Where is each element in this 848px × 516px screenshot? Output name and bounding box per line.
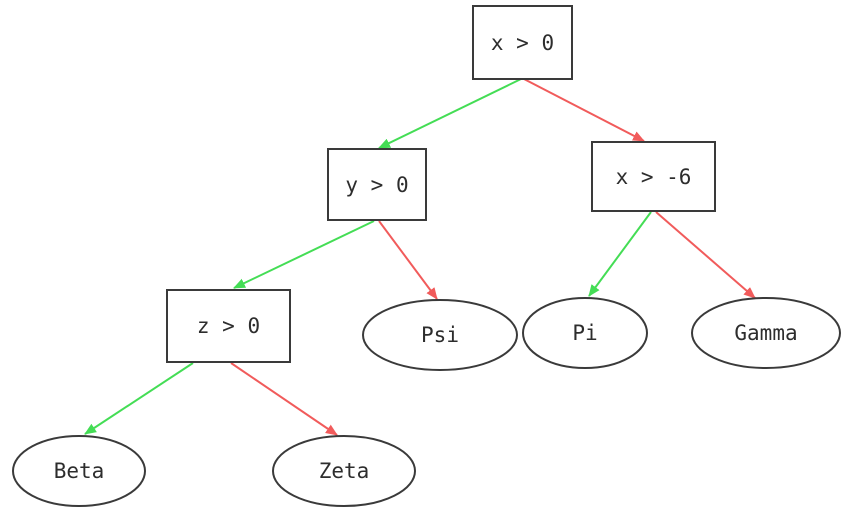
node-pi-ellipse <box>522 297 648 369</box>
node-x-gt-neg6-label: x > -6 <box>616 165 692 189</box>
node-zeta-ellipse <box>272 435 416 507</box>
node-root-label: x > 0 <box>491 31 554 55</box>
node-gamma-ellipse <box>691 297 841 369</box>
edge-x-gt-neg6-to-gamma-no <box>655 211 756 299</box>
node-root: x > 0 <box>472 5 573 80</box>
node-z-gt-0-box <box>166 289 291 363</box>
node-y-gt-0: y > 0 <box>327 148 427 221</box>
node-gamma: Gamma <box>691 297 841 369</box>
node-pi: Pi <box>522 297 648 369</box>
node-zeta-label: Zeta <box>319 459 370 483</box>
node-x-gt-neg6-box <box>591 141 716 212</box>
node-y-gt-0-box <box>327 148 427 221</box>
node-beta: Beta <box>12 435 146 507</box>
edge-root-to-y-gt-0-yes <box>378 78 522 149</box>
node-beta-label: Beta <box>54 459 105 483</box>
edge-z-gt-0-to-zeta-no <box>230 362 338 436</box>
edge-root-to-x-gt-neg6-no <box>523 78 645 142</box>
edge-y-gt-0-to-psi-no <box>378 220 438 300</box>
node-z-gt-0-label: z > 0 <box>197 314 260 338</box>
node-x-gt-neg6: x > -6 <box>591 141 716 212</box>
node-pi-label: Pi <box>572 321 597 345</box>
node-psi-ellipse <box>362 299 518 371</box>
edge-y-gt-0-to-z-gt-0-yes <box>233 220 375 289</box>
node-psi: Psi <box>362 299 518 371</box>
node-zeta: Zeta <box>272 435 416 507</box>
node-gamma-label: Gamma <box>734 321 797 345</box>
node-root-box <box>472 5 573 80</box>
edge-z-gt-0-to-beta-yes <box>84 362 194 435</box>
node-beta-ellipse <box>12 435 146 507</box>
edge-x-gt-neg6-to-pi-yes <box>588 211 652 297</box>
node-y-gt-0-label: y > 0 <box>345 173 408 197</box>
node-psi-label: Psi <box>421 323 459 347</box>
node-z-gt-0: z > 0 <box>166 289 291 363</box>
